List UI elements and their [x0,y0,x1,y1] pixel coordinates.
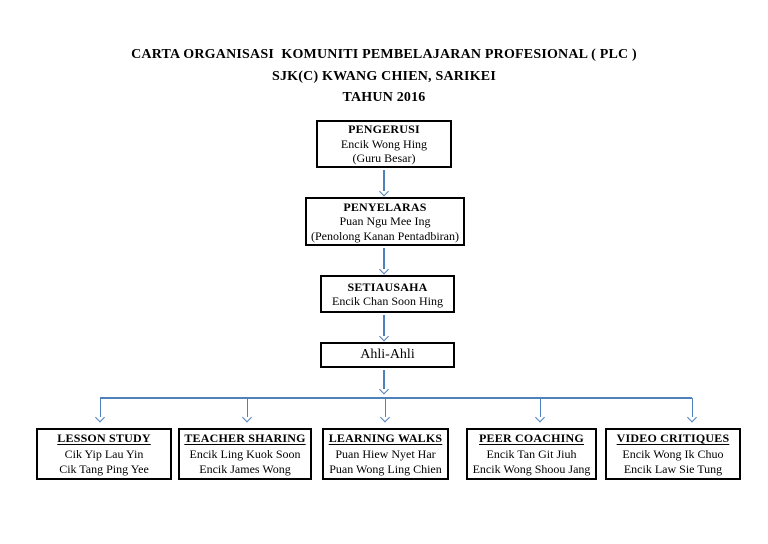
committee-box-lesson-study: LESSON STUDY Cik Yip Lau Yin Cik Tang Pi… [36,428,172,480]
committee-title: LESSON STUDY [57,431,151,445]
member-name: Encik James Wong [199,462,291,476]
connector-arrow-down [383,170,385,191]
member-name: Puan Wong Ling Chien [329,462,442,476]
org-box-setiausaha: SETIAUSAHA Encik Chan Soon Hing [320,275,455,313]
org-box-penyelaras: PENYELARAS Puan Ngu Mee Ing (Penolong Ka… [305,197,465,246]
committee-box-peer-coaching: PEER COACHING Encik Tan Git Jiuh Encik W… [466,428,597,480]
page-title-line2: SJK(C) KWANG CHIEN, SARIKEI [272,68,496,84]
page-title: CARTA ORGANISASI KOMUNITI PEMBELAJARAN P… [0,44,768,109]
member-name: Encik Wong Shoou Jang [472,462,591,476]
org-box-pengerusi: PENGERUSI Encik Wong Hing (Guru Besar) [316,120,452,168]
connector-arrow-branch-5 [691,398,693,417]
member-name: Puan Hiew Nyet Har [335,447,436,461]
page-title-line3: TAHUN 2016 [342,90,426,105]
connector-arrow-branch-3 [384,398,386,417]
committee-title: LEARNING WALKS [328,431,443,445]
committee-box-video-critiques: VIDEO CRITIQUES Encik Wong Ik Chuo Encik… [605,428,741,480]
connector-arrow-branch-2 [246,398,248,417]
connector-arrow-branch-4 [539,398,541,417]
member-name: Encik Wong Ik Chuo [622,447,724,461]
committee-box-teacher-sharing: TEACHER SHARING Encik Ling Kuok Soon Enc… [178,428,312,480]
member-role: (Guru Besar) [352,151,416,166]
connector-arrow-down [383,315,385,336]
connector-horizontal-line [100,397,692,399]
member-name: Encik Tan Git Jiuh [486,447,577,461]
committee-box-learning-walks: LEARNING WALKS Puan Hiew Nyet Har Puan W… [322,428,449,480]
member-name: Encik Law Sie Tung [623,462,723,476]
box-title: SETIAUSAHA [347,279,428,294]
connector-arrow-down [383,248,385,269]
connector-arrow-branch-1 [99,398,101,417]
connector-arrow-down [383,370,385,389]
member-name: Puan Ngu Mee Ing [339,214,431,229]
committee-title: PEER COACHING [479,431,584,445]
member-name: Cik Tang Ping Yee [59,462,149,476]
committee-title: TEACHER SHARING [184,431,306,445]
member-name: Encik Ling Kuok Soon [189,447,301,461]
box-title: PENYELARAS [343,199,427,214]
member-name: Cik Yip Lau Yin [64,447,144,461]
member-name: Encik Chan Soon Hing [332,294,443,308]
page-title-line1: CARTA ORGANISASI KOMUNITI PEMBELAJARAN P… [131,47,637,62]
box-title: PENGERUSI [348,122,420,137]
org-box-ahli-ahli: Ahli-Ahli [320,342,455,368]
box-title: Ahli-Ahli [360,346,415,362]
member-name: Encik Wong Hing [340,136,428,151]
member-role: (Penolong Kanan Pentadbiran) [311,228,459,243]
committee-title: VIDEO CRITIQUES [616,431,730,445]
